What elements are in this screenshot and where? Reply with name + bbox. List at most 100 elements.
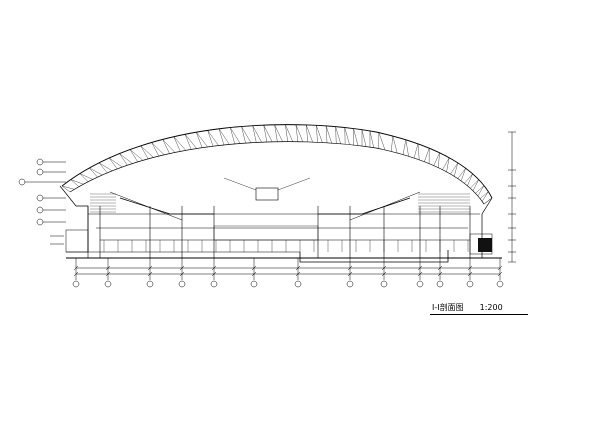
right-dark-unit	[478, 238, 492, 252]
truss-vertical	[295, 124, 299, 142]
truss-vertical	[479, 191, 489, 199]
truss-diagonal	[79, 173, 93, 180]
truss-diagonal	[218, 128, 230, 145]
truss-vertical	[70, 179, 80, 187]
truss-diagonal	[140, 145, 154, 158]
truss-diagonal	[274, 124, 283, 142]
marker-bubble	[36, 194, 44, 202]
truss-diagonal	[230, 127, 241, 144]
truss-vertical	[162, 139, 170, 154]
left-stand	[119, 197, 214, 215]
truss-vertical	[252, 125, 257, 143]
roof-outer-arc	[61, 124, 493, 199]
marker-bubble	[36, 218, 44, 226]
marker-bubble	[18, 178, 26, 186]
truss-diagonal	[285, 124, 293, 142]
left-annotation-markers	[18, 158, 66, 245]
axis-bubble	[466, 280, 474, 288]
roof-inner-arc	[69, 141, 485, 205]
dimension-ticks	[73, 258, 503, 280]
facade-hatch	[90, 193, 470, 213]
truss-diagonal	[446, 157, 450, 172]
truss-vertical	[218, 128, 225, 145]
truss-diagonal	[119, 153, 133, 164]
roof-truss-web	[61, 124, 493, 205]
truss-vertical	[89, 167, 98, 178]
grid-axis-markers	[72, 280, 504, 288]
truss-diagonal	[325, 125, 332, 144]
axis-bubble	[496, 280, 504, 288]
truss-diagonal	[460, 168, 466, 182]
truss-diagonal	[438, 152, 440, 168]
room-partitions	[103, 240, 469, 252]
truss-vertical	[230, 127, 235, 144]
truss-diagonal	[472, 179, 479, 191]
truss-vertical	[450, 162, 458, 175]
truss-diagonal	[70, 179, 84, 185]
truss-vertical	[413, 143, 419, 159]
marker-bubble	[36, 168, 44, 176]
right-stand	[318, 197, 411, 215]
axis-bubble	[294, 280, 302, 288]
marker-bubble	[36, 206, 44, 214]
truss-vertical	[61, 185, 71, 193]
truss-diagonal	[477, 185, 485, 197]
truss-vertical	[402, 139, 407, 155]
truss-vertical	[335, 126, 337, 144]
left-canopy	[59, 185, 89, 252]
left-stand-rake	[109, 191, 183, 221]
truss-diagonal	[417, 143, 420, 160]
truss-diagonal	[173, 136, 186, 151]
dimensions	[72, 131, 516, 288]
axis-bubble	[104, 280, 112, 288]
basement-pit	[299, 250, 449, 263]
truss-diagonal	[207, 130, 219, 146]
truss-diagonal	[483, 197, 493, 205]
truss-diagonal	[344, 127, 350, 145]
truss-diagonal	[61, 185, 75, 190]
truss-diagonal	[316, 125, 323, 143]
truss-vertical	[196, 132, 203, 148]
truss-diagonal	[467, 173, 473, 186]
truss-diagonal	[335, 126, 341, 144]
truss-vertical	[442, 157, 450, 170]
truss-diagonal	[378, 132, 386, 151]
truss-vertical	[464, 173, 473, 184]
truss-diagonal	[369, 130, 374, 148]
axis-bubble	[346, 280, 354, 288]
truss-vertical	[391, 136, 393, 152]
truss-diagonal	[252, 125, 262, 143]
truss-diagonal	[129, 149, 144, 161]
truss-diagonal	[263, 125, 273, 142]
axis-bubble	[380, 280, 388, 288]
truss-vertical	[306, 124, 308, 142]
truss-vertical	[457, 168, 466, 179]
truss-diagonal	[184, 134, 197, 149]
truss-diagonal	[196, 132, 208, 148]
truss-diagonal	[405, 139, 409, 157]
axis-bubble	[210, 280, 218, 288]
axis-bubble	[146, 280, 154, 288]
truss-vertical	[433, 152, 440, 166]
truss-vertical	[241, 126, 246, 144]
truss-diagonal	[295, 124, 304, 142]
truss-vertical	[119, 153, 128, 166]
right-stand-rake	[349, 191, 421, 221]
truss-vertical	[263, 125, 268, 142]
axis-bubble	[178, 280, 186, 288]
axis-bubble	[250, 280, 258, 288]
truss-vertical	[424, 148, 430, 162]
truss-vertical	[173, 136, 181, 152]
title-underline	[430, 314, 528, 315]
truss-vertical	[151, 142, 160, 157]
truss-vertical	[475, 185, 485, 194]
section-title: I-I剖面图	[432, 303, 464, 312]
truss-vertical	[316, 125, 318, 143]
truss-diagonal	[241, 126, 252, 143]
building-structure	[59, 177, 502, 263]
axis-bubble	[436, 280, 444, 288]
truss-diagonal	[454, 162, 459, 177]
left-entrance	[65, 229, 89, 253]
